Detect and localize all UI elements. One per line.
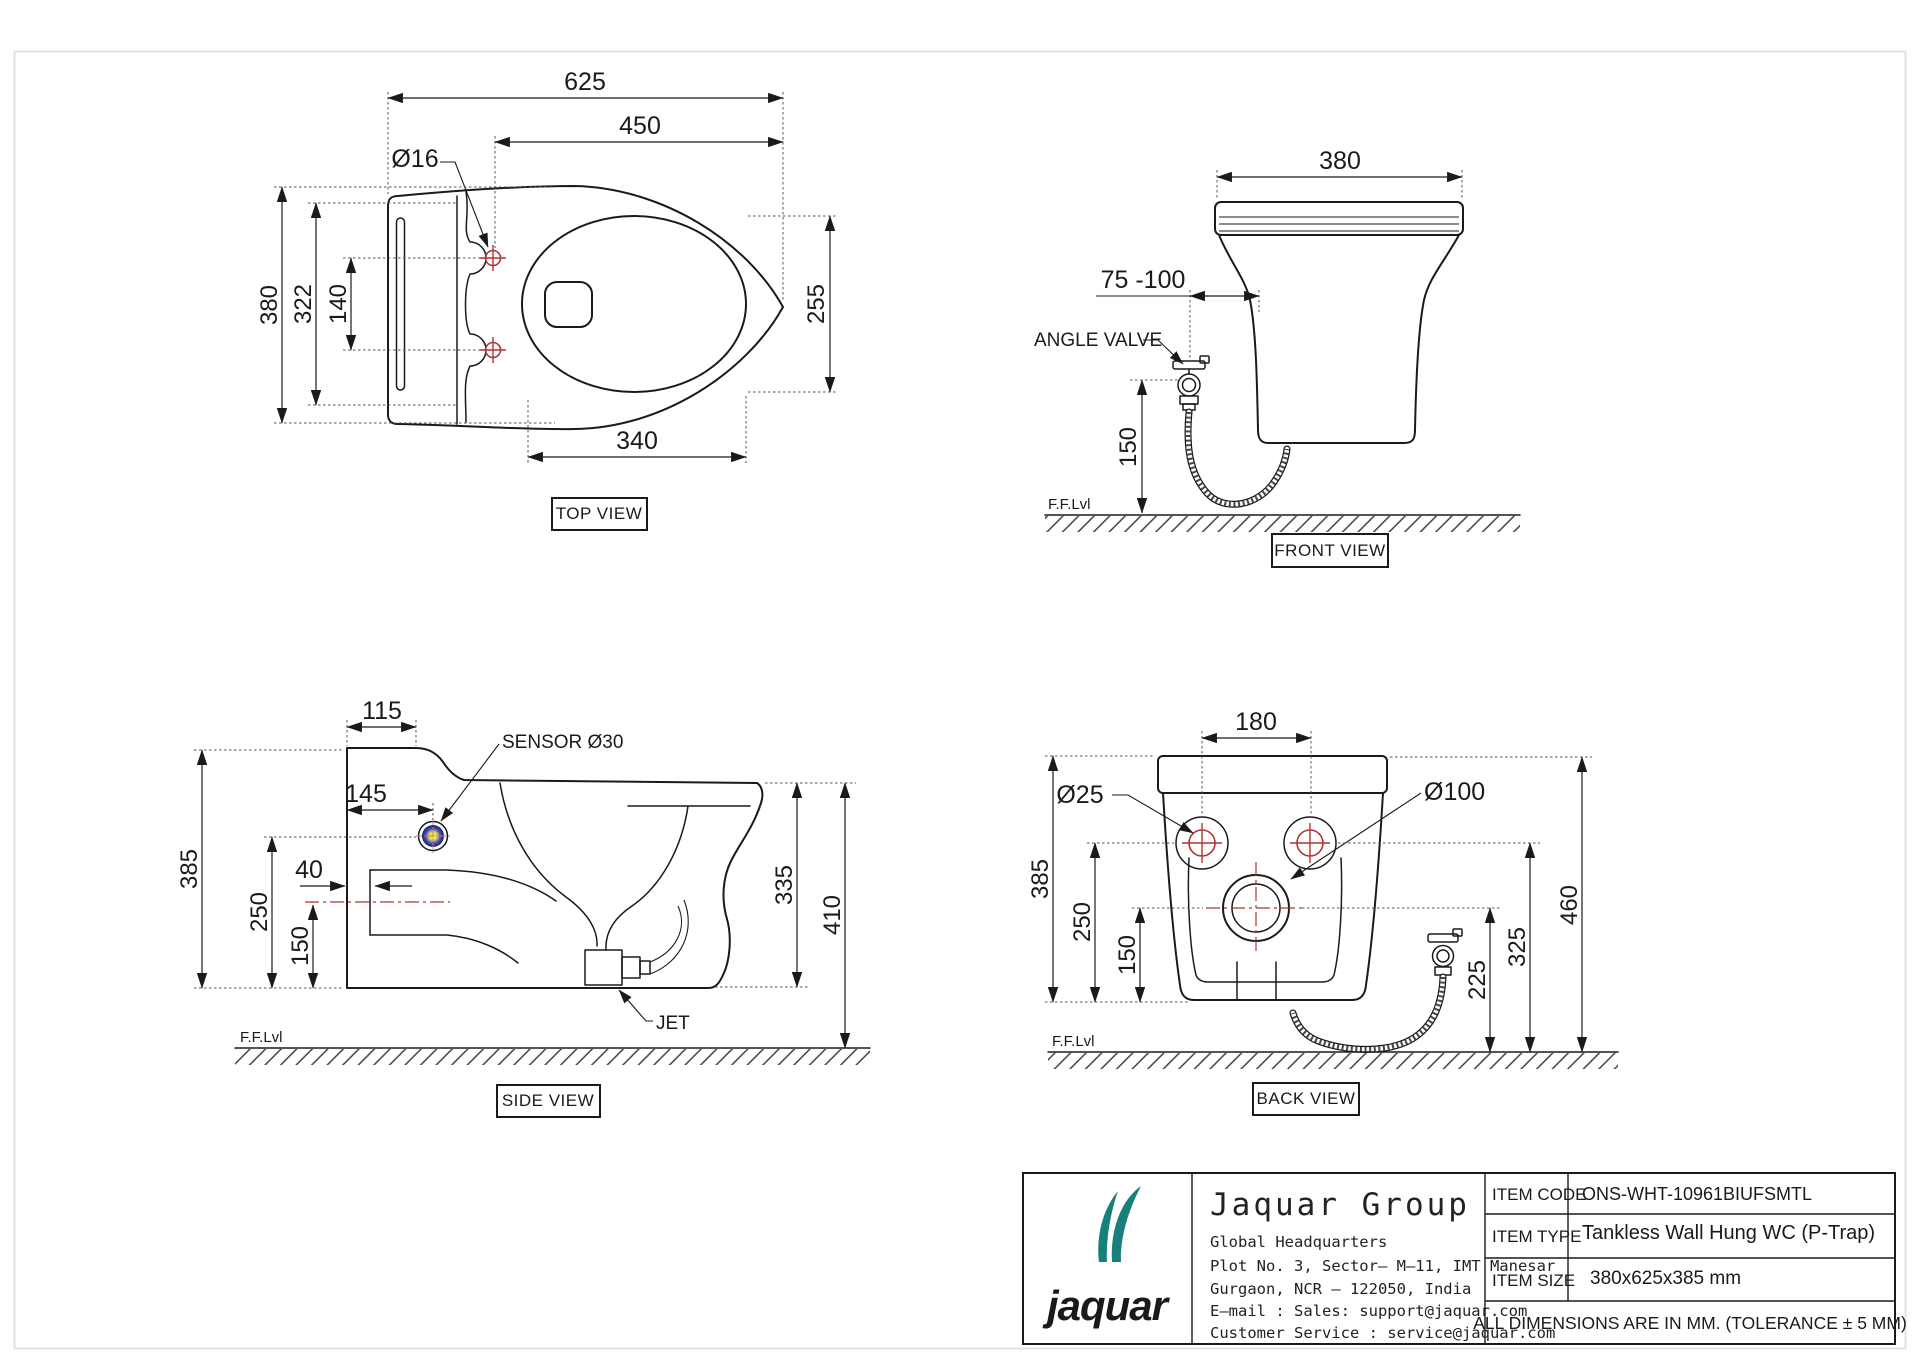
- top-view: 625 450 Ø16 380 322 140 255: [256, 68, 838, 531]
- top-view-label: TOP VIEW: [551, 497, 648, 531]
- mounting-hole-back-1: [1182, 823, 1222, 863]
- top-view-label-text: TOP VIEW: [556, 504, 643, 523]
- dim-front-380: 380: [1319, 147, 1361, 175]
- item-code-label: ITEM CODE: [1492, 1185, 1586, 1204]
- back-view-label: BACK VIEW: [1252, 1082, 1360, 1116]
- back-view: 180 Ø25 Ø100 385 250 150 225 325 460: [1027, 708, 1619, 1116]
- dim-front-75-100: 75 -100: [1101, 266, 1186, 294]
- side-view-label-text: SIDE VIEW: [502, 1091, 594, 1110]
- dim-back-180: 180: [1235, 708, 1277, 736]
- sensor-label: SENSOR Ø30: [502, 732, 623, 753]
- dim-side-115: 115: [362, 697, 402, 725]
- back-view-dimensions: 180 Ø25 Ø100 385 250 150 225 325 460: [1027, 708, 1592, 1053]
- dim-side-385: 385: [176, 849, 203, 889]
- company-email: E–mail : Sales: support@jaquar.com: [1210, 1302, 1527, 1320]
- dim-back-225: 225: [1464, 960, 1491, 1000]
- front-view: 380 75 -100 ANGLE VALVE 150 F.F.Lvl FRON…: [1034, 147, 1521, 568]
- dim-side-410: 410: [819, 895, 846, 935]
- item-code-value: ONS-WHT-10961BIUFSMTL: [1582, 1184, 1812, 1204]
- dim-top-hole-diameter: Ø16: [391, 145, 438, 173]
- mounting-hole-top-1: [480, 245, 506, 271]
- back-view-floor: F.F.Lvl: [1047, 1033, 1619, 1069]
- top-view-dimensions: 625 450 Ø16 380 322 140 255: [256, 68, 838, 463]
- title-block: jaquar Jaquar Group Global Headquarters …: [1022, 1172, 1907, 1345]
- dim-side-145: 145: [345, 780, 387, 808]
- dim-back-460: 460: [1556, 885, 1583, 925]
- front-view-dimensions: 380 75 -100 ANGLE VALVE 150: [1034, 147, 1463, 514]
- dim-top-255: 255: [803, 284, 830, 324]
- dim-side-40: 40: [295, 856, 323, 884]
- angle-valve-label: ANGLE VALVE: [1034, 330, 1162, 351]
- dimension-note: ALL DIMENSIONS ARE IN MM. (TOLERANCE ± 5…: [1473, 1313, 1907, 1333]
- back-view-geometry: [1157, 755, 1463, 1053]
- back-view-label-text: BACK VIEW: [1257, 1089, 1356, 1108]
- dim-back-325: 325: [1504, 927, 1531, 967]
- ffl-side: F.F.Lvl: [240, 1029, 283, 1046]
- angle-valve-front: [1172, 355, 1210, 411]
- ffl-front: F.F.Lvl: [1048, 496, 1091, 513]
- ffl-back: F.F.Lvl: [1052, 1033, 1095, 1050]
- dim-back-150: 150: [1114, 935, 1141, 975]
- logo-feather-icon: [1098, 1191, 1118, 1262]
- dim-back-385: 385: [1027, 859, 1054, 899]
- dim-side-335: 335: [771, 865, 798, 905]
- company-address1: Plot No. 3, Sector– M–11, IMT Manesar: [1210, 1257, 1555, 1275]
- dim-top-340: 340: [616, 427, 658, 455]
- front-view-label-text: FRONT VIEW: [1274, 541, 1385, 560]
- side-view-dimensions: 115 145 40 385 250 150 335 410 SENSOR Ø3…: [176, 697, 856, 1049]
- top-view-geometry: [387, 185, 784, 431]
- company-service: Customer Service : service@jaquar.com: [1210, 1324, 1555, 1342]
- brand-logo: jaquar: [1042, 1186, 1172, 1329]
- dim-top-140: 140: [325, 284, 352, 324]
- dim-back-100: Ø100: [1424, 778, 1485, 806]
- dim-top-625: 625: [564, 68, 606, 96]
- side-view-floor: F.F.Lvl: [234, 1029, 871, 1065]
- side-view-geometry: [305, 747, 764, 989]
- supply-hose-back: [1289, 973, 1447, 1053]
- front-view-geometry: [1172, 201, 1464, 508]
- item-type-value: Tankless Wall Hung WC (P-Trap): [1582, 1222, 1875, 1244]
- company-address2: Gurgaon, NCR – 122050, India: [1210, 1280, 1471, 1298]
- logo-feather-icon: [1111, 1186, 1141, 1262]
- dim-top-380: 380: [256, 285, 283, 325]
- side-view-label: SIDE VIEW: [496, 1084, 601, 1118]
- supply-hose-front: [1184, 408, 1291, 508]
- item-size-value: 380x625x385 mm: [1590, 1268, 1741, 1289]
- dim-side-250: 250: [246, 892, 273, 932]
- dim-side-150: 150: [287, 926, 314, 966]
- dim-front-150: 150: [1115, 427, 1142, 467]
- sheet-border: [13, 50, 1907, 1350]
- jet-fitting: [584, 899, 689, 986]
- jet-label: JET: [656, 1013, 690, 1034]
- item-type-label: ITEM TYPE: [1492, 1227, 1581, 1246]
- side-view: 115 145 40 385 250 150 335 410 SENSOR Ø3…: [176, 697, 871, 1118]
- item-size-label: ITEM SIZE: [1492, 1271, 1575, 1290]
- dim-top-322: 322: [290, 284, 317, 324]
- front-view-floor: F.F.Lvl: [1044, 496, 1521, 532]
- mounting-hole-top-2: [480, 337, 506, 363]
- dim-back-250: 250: [1069, 902, 1096, 942]
- angle-valve-back: [1427, 928, 1463, 976]
- item-table: ITEM CODE ONS-WHT-10961BIUFSMTL ITEM TYP…: [1473, 1184, 1907, 1333]
- company-name: Jaquar Group: [1210, 1187, 1470, 1223]
- company-info: Jaquar Group Global Headquarters Plot No…: [1210, 1187, 1555, 1342]
- sensor: [416, 819, 450, 853]
- mounting-hole-back-2: [1290, 823, 1330, 863]
- front-view-label: FRONT VIEW: [1271, 533, 1389, 568]
- company-hq: Global Headquarters: [1210, 1233, 1387, 1251]
- dim-top-450: 450: [619, 112, 661, 140]
- brand-wordmark: jaquar: [1042, 1282, 1171, 1329]
- dim-back-25: Ø25: [1056, 781, 1103, 809]
